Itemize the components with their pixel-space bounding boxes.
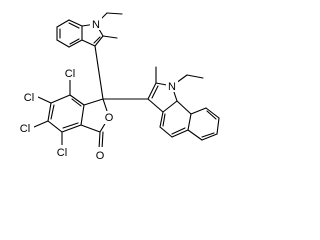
atom-label-n-right: N — [168, 81, 176, 93]
tetrachlorophthalide-group — [33, 79, 110, 150]
right-benzindole-group — [147, 66, 220, 141]
atom-label-o-carbonyl: O — [96, 150, 105, 162]
top-indole-group — [56, 12, 123, 48]
atom-label-cl-2: Cl — [24, 92, 34, 104]
atom-label-o-ring: O — [105, 112, 114, 124]
atom-label-cl-1: Cl — [65, 68, 75, 80]
central-carbon-bonds — [94, 45, 149, 100]
atom-label-cl-3: Cl — [20, 123, 30, 135]
chemical-structure: N N O O Cl Cl Cl Cl — [16, 12, 220, 162]
atom-label-n-top: N — [92, 19, 100, 31]
atom-label-cl-4: Cl — [57, 147, 67, 159]
atom-labels: N N O O Cl Cl Cl Cl — [16, 17, 178, 162]
